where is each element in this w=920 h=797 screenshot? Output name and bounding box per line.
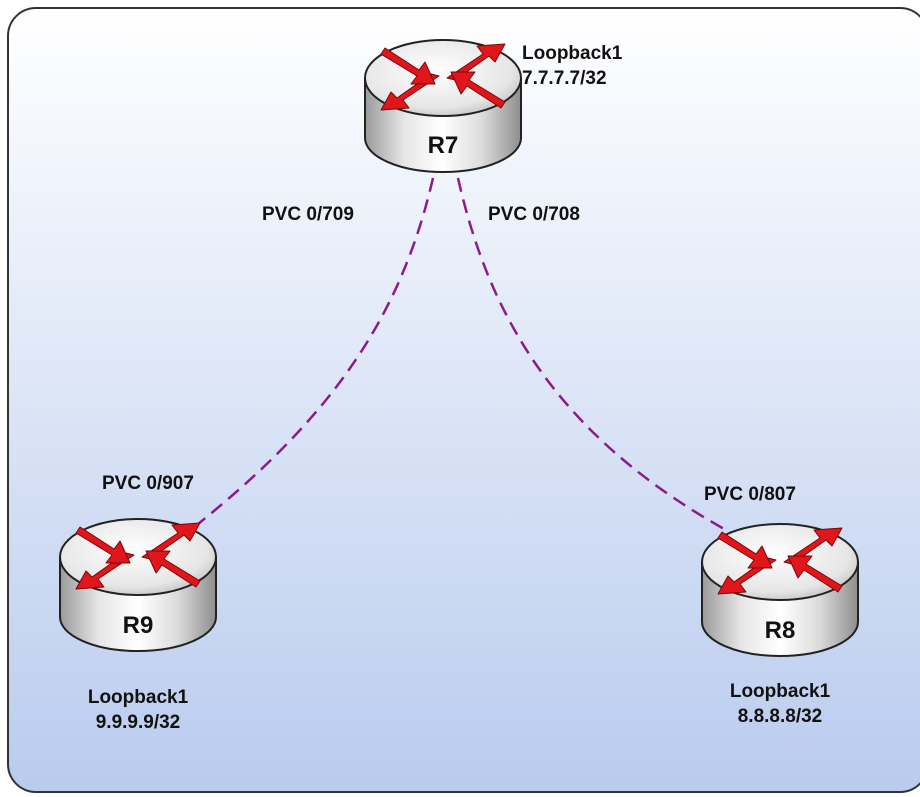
r7-loopback: Loopback1 7.7.7.7/32 — [522, 42, 622, 91]
pvc-r7-to-r9-label: PVC 0/709 — [262, 204, 354, 225]
r7-loopback-label: Loopback1 — [522, 43, 623, 64]
router-r7-name: R7 — [427, 132, 459, 159]
r8-loopback-ip: 8.8.8.8/32 — [737, 705, 823, 727]
r8-loopback: Loopback1 8.8.8.8/32 — [700, 680, 860, 729]
router-r8-name: R8 — [764, 617, 796, 644]
r9-loopback-label: Loopback1 — [87, 687, 189, 708]
r8-loopback-label: Loopback1 — [729, 681, 831, 702]
r7-loopback-ip: 7.7.7.7/32 — [522, 67, 607, 89]
pvc-r7-to-r8-label: PVC 0/708 — [488, 204, 580, 225]
diagram-background — [7, 7, 920, 793]
router-r9-name: R9 — [122, 612, 154, 639]
pvc-r8-to-r7-label: PVC 0/807 — [704, 484, 796, 505]
r9-loopback: Loopback1 9.9.9.9/32 — [58, 686, 218, 735]
pvc-r9-to-r7-label: PVC 0/907 — [102, 473, 194, 494]
r9-loopback-ip: 9.9.9.9/32 — [95, 711, 181, 733]
link-r7-r9 — [187, 177, 435, 533]
